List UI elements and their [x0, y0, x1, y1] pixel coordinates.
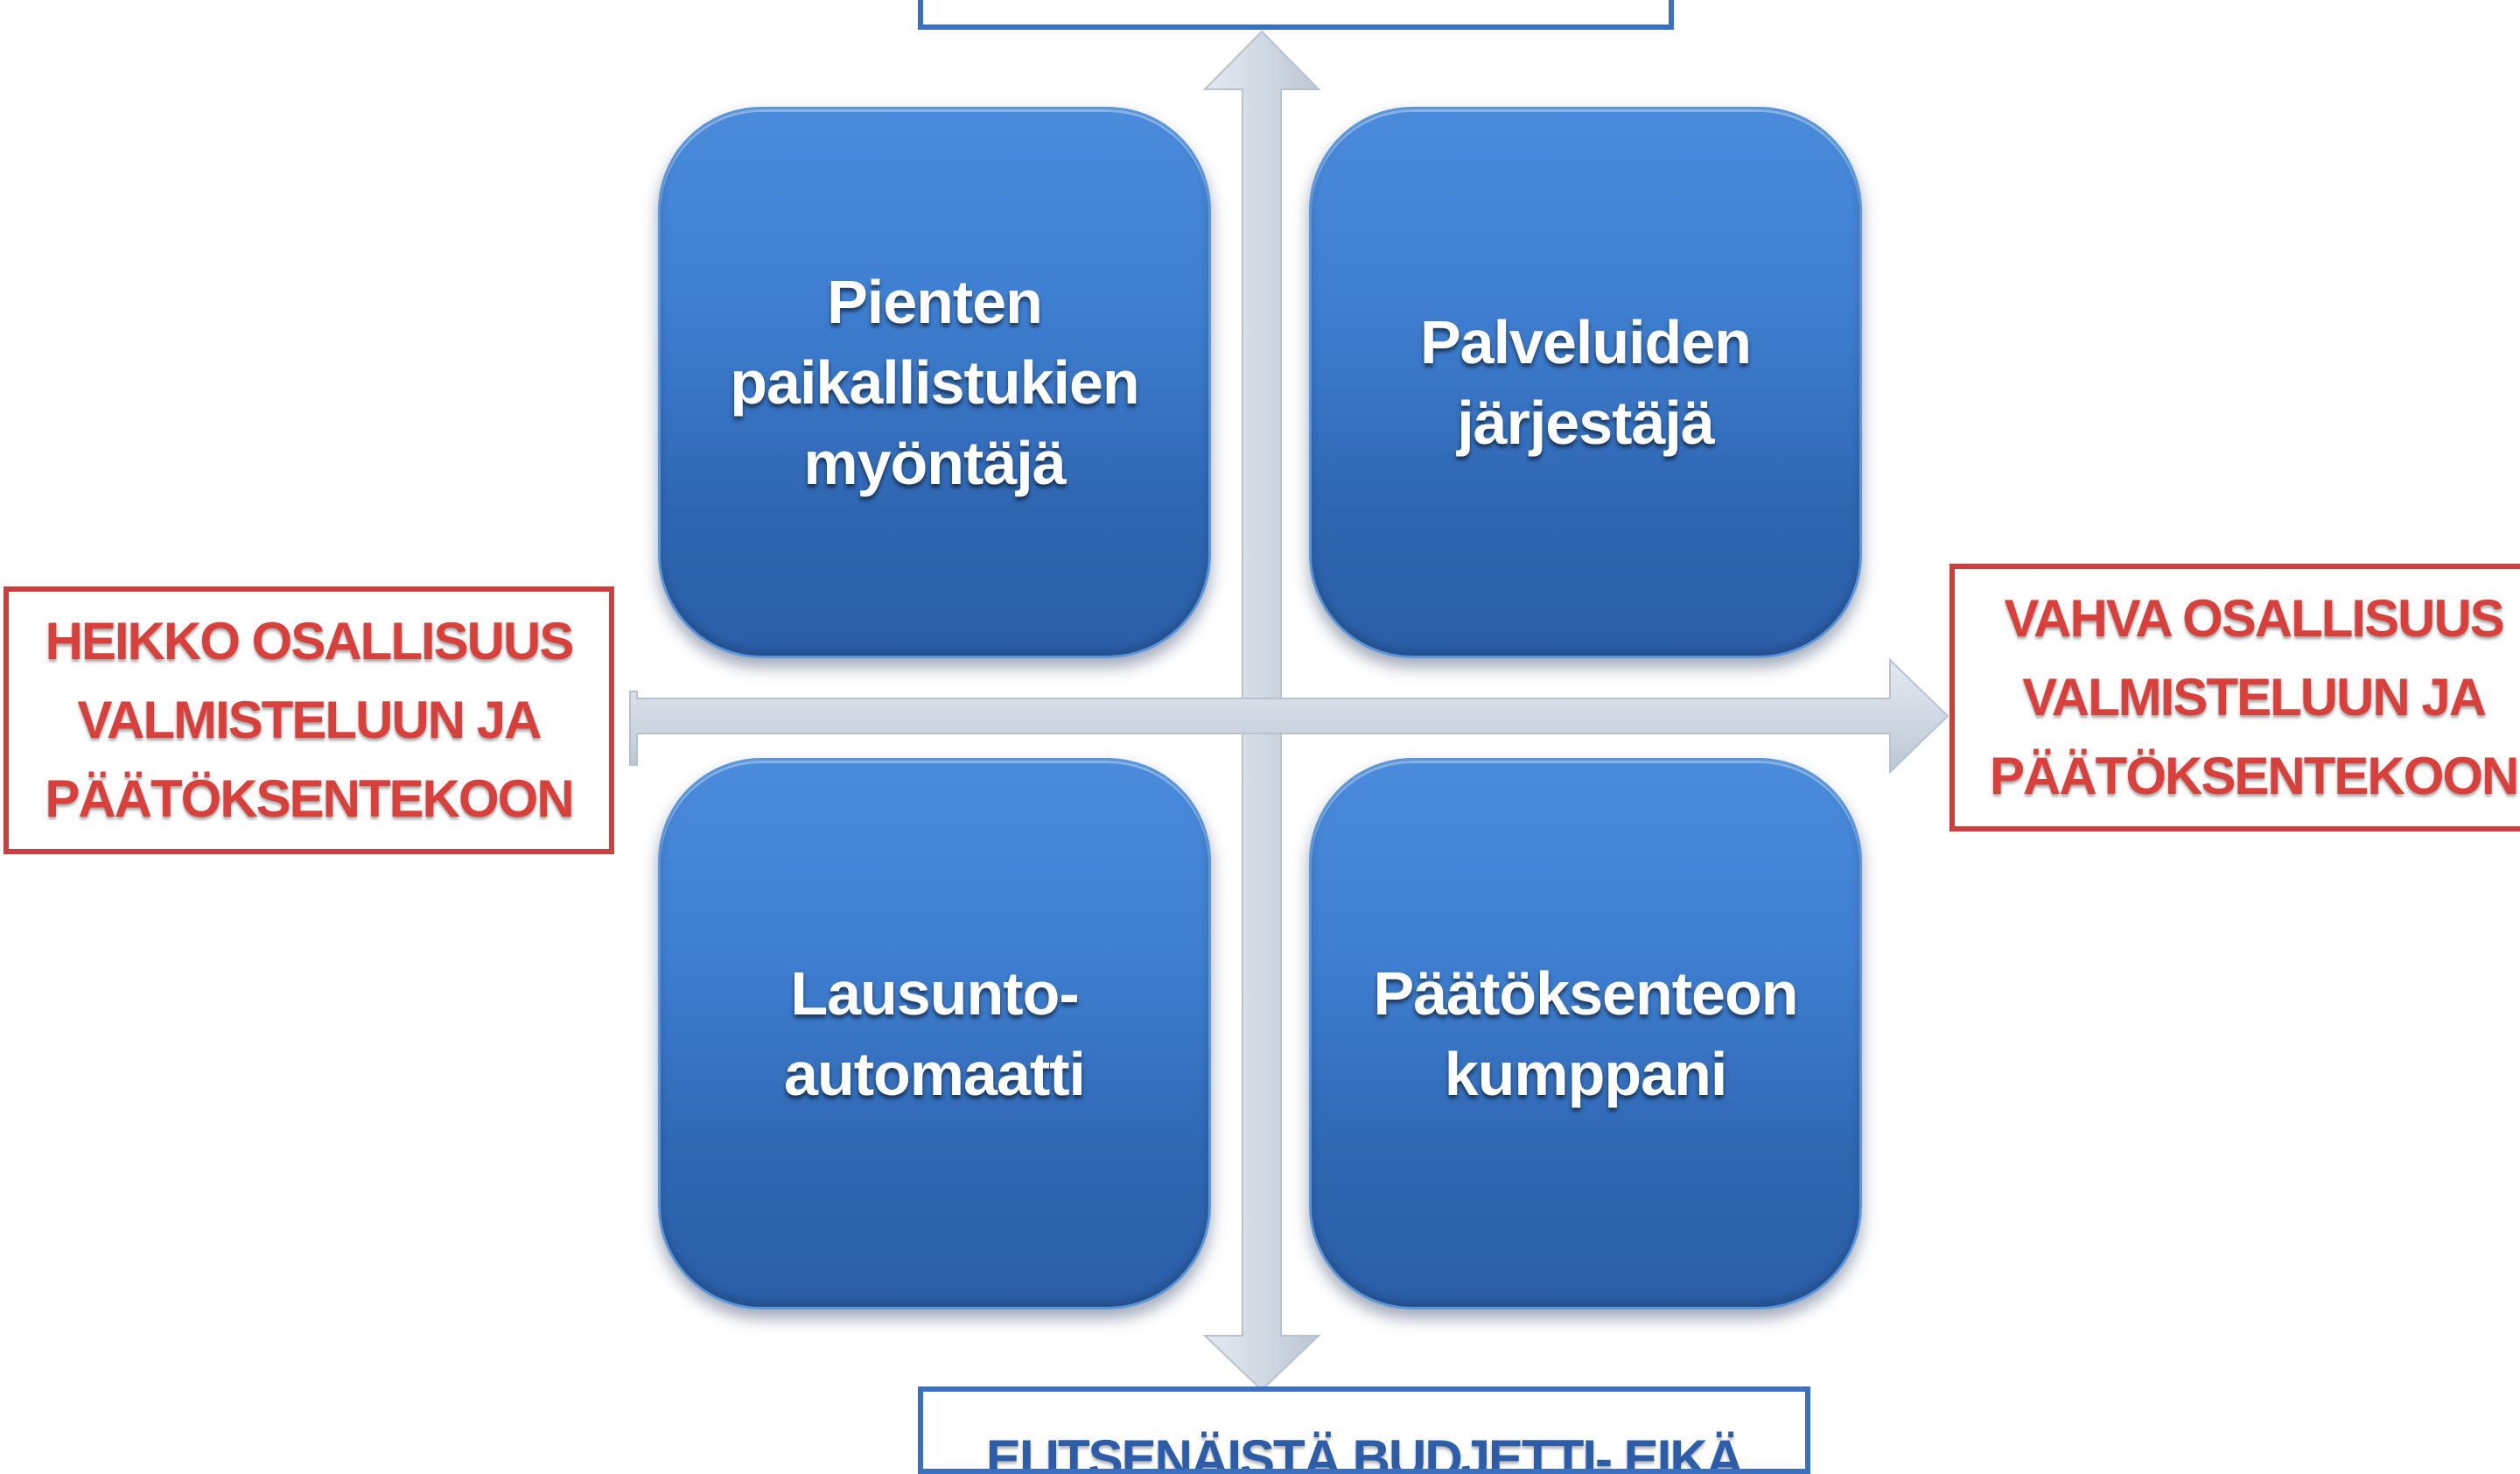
- quadrant-top-right: Palveluiden järjestäjä: [1309, 107, 1862, 658]
- left-axis-label: HEIKKO OSALLISUUS VALMISTELUUN JA PÄÄTÖK…: [45, 612, 574, 828]
- bottom-axis-label: EI ITSENÄISTÄ BUDJETTI- EIKÄ: [985, 1429, 1744, 1474]
- quadrant-top-left-label: Pienten paikallistukien myöntäjä: [730, 268, 1139, 497]
- horizontal-axis-arrow: [629, 657, 1950, 775]
- quadrant-bottom-right-label: Päätöksenteon kumppani: [1373, 959, 1799, 1108]
- quadrant-top-left: Pienten paikallistukien myöntäjä: [658, 107, 1211, 658]
- right-axis-label-box: VAHVA OSALLISUUS VALMISTELUUN JA PÄÄTÖKS…: [1950, 564, 2520, 832]
- right-axis-label: VAHVA OSALLISUUS VALMISTELUUN JA PÄÄTÖKS…: [1990, 589, 2519, 805]
- bottom-axis-label-box: EI ITSENÄISTÄ BUDJETTI- EIKÄ: [918, 1386, 1810, 1474]
- left-axis-label-box: HEIKKO OSALLISUUS VALMISTELUUN JA PÄÄTÖK…: [4, 586, 614, 854]
- quadrant-bottom-right: Päätöksenteon kumppani: [1309, 758, 1862, 1309]
- top-axis-label-box: [918, 0, 1674, 30]
- quadrant-top-right-label: Palveluiden järjestäjä: [1419, 308, 1752, 457]
- quadrant-bottom-left-label: Lausunto- automaatti: [784, 959, 1086, 1108]
- quadrant-bottom-left: Lausunto- automaatti: [658, 758, 1211, 1309]
